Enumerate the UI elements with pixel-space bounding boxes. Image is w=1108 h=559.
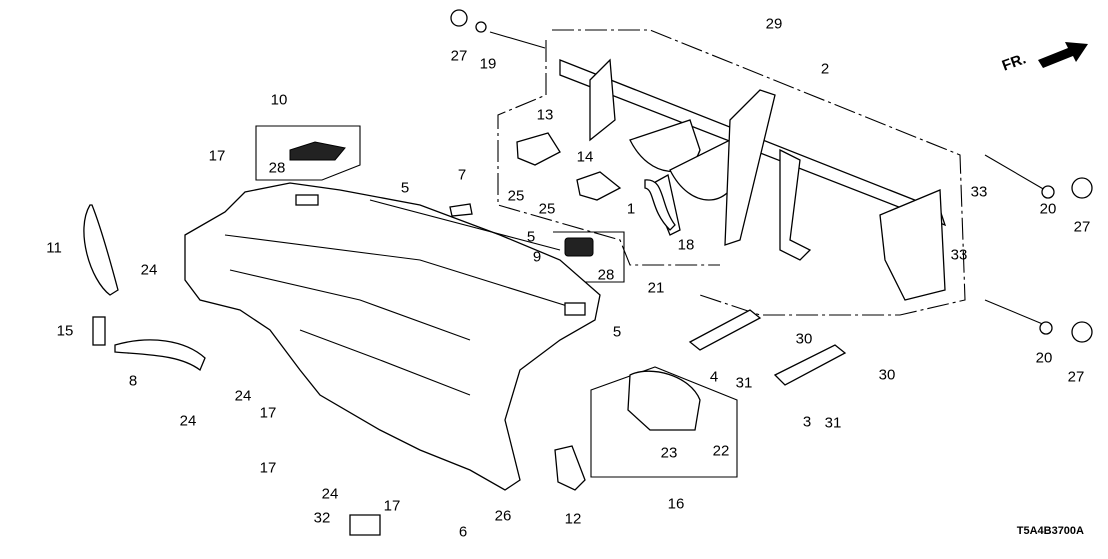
callout-27: 27 — [1067, 368, 1085, 386]
part-32 — [349, 514, 381, 536]
callout-22: 22 — [712, 442, 730, 460]
callout-20: 20 — [1035, 349, 1053, 367]
arrow-icon — [1038, 42, 1088, 68]
callout-24: 24 — [140, 261, 158, 279]
callout-9: 9 — [532, 248, 542, 266]
callout-20: 20 — [1039, 200, 1057, 218]
callout-21: 21 — [647, 279, 665, 297]
callout-33: 33 — [950, 246, 968, 264]
callout-10: 10 — [270, 91, 288, 109]
callout-7: 7 — [457, 166, 467, 184]
part-4 — [688, 309, 762, 351]
callout-17: 17 — [383, 497, 401, 515]
callout-29: 29 — [765, 15, 783, 33]
callout-1: 1 — [626, 200, 636, 218]
callout-28: 28 — [268, 159, 286, 177]
callout-18: 18 — [677, 236, 695, 254]
callout-27: 27 — [450, 47, 468, 65]
part-14 — [576, 171, 622, 201]
group-outline-2 — [552, 29, 966, 316]
callout-32: 32 — [313, 509, 331, 527]
callout-19: 19 — [479, 55, 497, 73]
callout-24: 24 — [321, 485, 339, 503]
callout-28: 28 — [597, 266, 615, 284]
callout-5: 5 — [612, 323, 622, 341]
callout-16: 16 — [667, 495, 685, 513]
part-8 — [114, 339, 206, 372]
part-13 — [516, 132, 561, 166]
front-direction-indicator: FR. — [998, 32, 1098, 82]
callout-30: 30 — [795, 330, 813, 348]
callout-25: 25 — [507, 187, 525, 205]
callout-31: 31 — [735, 374, 753, 392]
callout-5: 5 — [400, 179, 410, 197]
callout-2: 2 — [820, 60, 830, 78]
group-outline-13-14 — [497, 40, 720, 266]
callout-17: 17 — [259, 404, 277, 422]
callout-6: 6 — [458, 523, 468, 541]
callout-25: 25 — [538, 200, 556, 218]
part-9-cover — [564, 237, 594, 257]
part-7 — [449, 203, 473, 217]
callout-33: 33 — [970, 183, 988, 201]
callout-23: 23 — [660, 444, 678, 462]
part-15 — [92, 316, 106, 346]
callout-3: 3 — [802, 413, 812, 431]
callout-17: 17 — [208, 147, 226, 165]
part-12 — [554, 445, 586, 491]
part-11 — [83, 204, 119, 296]
callout-13: 13 — [536, 106, 554, 124]
callout-27: 27 — [1073, 218, 1091, 236]
callout-12: 12 — [564, 510, 582, 528]
callout-8: 8 — [128, 372, 138, 390]
group-outline-9 — [553, 231, 625, 283]
callout-11: 11 — [46, 239, 62, 257]
callout-17: 17 — [259, 459, 277, 477]
callout-24: 24 — [179, 412, 197, 430]
diagram-code: T5A4B3700A — [1016, 525, 1084, 537]
group-outline-10 — [255, 125, 361, 181]
instrument-panel-part — [184, 182, 601, 491]
callout-4: 4 — [709, 368, 719, 386]
part-1 — [644, 179, 676, 231]
callout-24: 24 — [234, 387, 252, 405]
part-10-cover — [289, 141, 346, 161]
part-3 — [773, 344, 847, 386]
callout-15: 15 — [56, 322, 74, 340]
callout-14: 14 — [576, 148, 594, 166]
callout-26: 26 — [494, 507, 512, 525]
callout-5: 5 — [526, 228, 536, 246]
callout-31: 31 — [824, 414, 842, 432]
callout-30: 30 — [878, 366, 896, 384]
airbag-part-16 — [627, 370, 701, 431]
